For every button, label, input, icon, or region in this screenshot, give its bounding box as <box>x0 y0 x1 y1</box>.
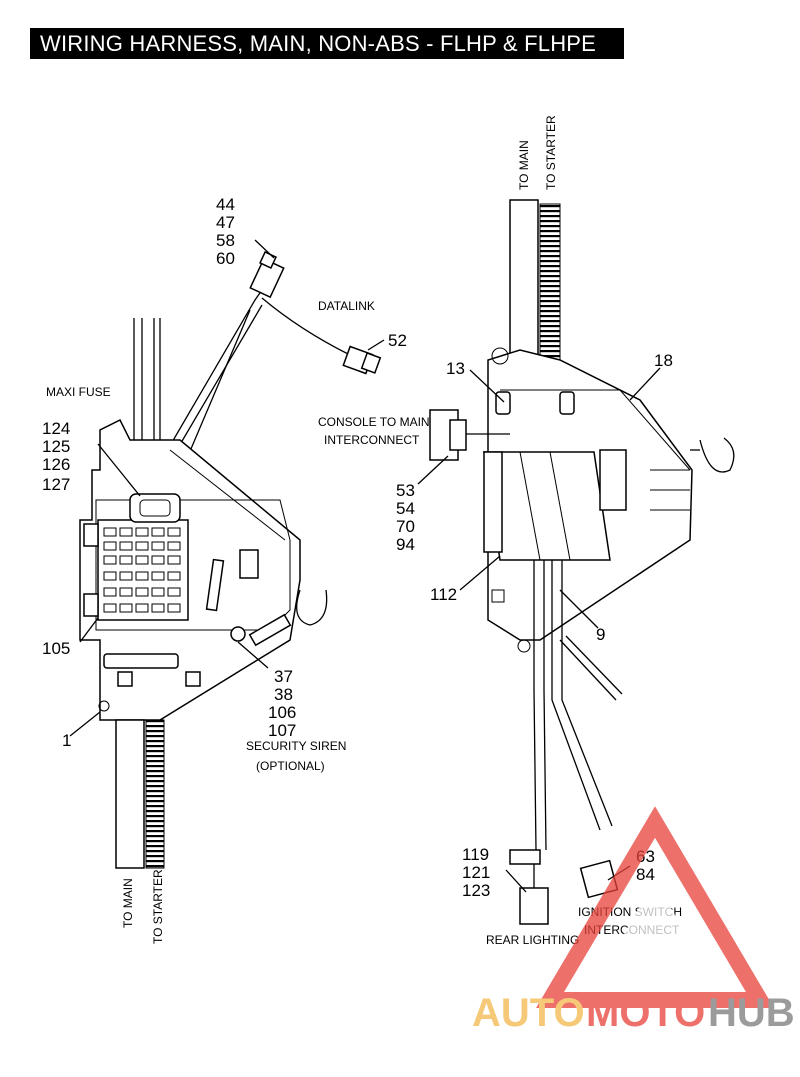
callout-84: 84 <box>636 865 655 884</box>
callout-13: 13 <box>446 359 465 378</box>
watermark-hub: HUB <box>708 991 795 1035</box>
datalink-connector-52 <box>342 345 382 375</box>
label-right-to-main: TO MAIN <box>517 140 531 190</box>
callout-47: 47 <box>216 213 235 232</box>
callout-127: 127 <box>42 475 70 494</box>
left-main-harness <box>115 719 145 869</box>
callout-60: 60 <box>216 249 235 268</box>
callout-44: 44 <box>216 195 235 214</box>
label-left-to-main: TO MAIN <box>121 878 135 928</box>
rear-lighting-connector-top <box>509 849 541 865</box>
callout-125: 125 <box>42 437 70 456</box>
callout-94: 94 <box>396 535 415 554</box>
label-security-siren: SECURITY SIREN <box>246 739 346 753</box>
diagram-title: WIRING HARNESS, MAIN, NON-ABS - FLHP & F… <box>30 28 624 59</box>
label-optional: (OPTIONAL) <box>256 759 325 773</box>
callout-9: 9 <box>596 625 605 644</box>
label-console-line1: CONSOLE TO MAIN <box>318 415 430 429</box>
datalink-connector-left <box>249 251 285 299</box>
callout-37: 37 <box>274 667 293 686</box>
fuse-block <box>97 519 189 621</box>
right-harness-assembly <box>429 199 735 925</box>
watermark-moto: MOTO <box>586 991 705 1035</box>
watermark-logo: AUTO MOTO HUB <box>472 806 795 1035</box>
watermark-auto: AUTO <box>472 991 585 1035</box>
label-right-to-starter: TO STARTER <box>544 115 558 190</box>
left-harness-assembly <box>79 251 382 869</box>
callout-112: 112 <box>430 585 457 604</box>
rear-lighting-connector <box>519 887 549 925</box>
callout-124: 124 <box>42 419 70 438</box>
callout-52: 52 <box>388 331 407 350</box>
callout-126: 126 <box>42 455 70 474</box>
security-siren-connector <box>230 626 246 642</box>
callout-107: 107 <box>268 721 296 740</box>
label-rear-lighting: REAR LIGHTING <box>486 933 579 947</box>
left-starter-conduit <box>145 719 165 869</box>
label-left-to-starter: TO STARTER <box>151 869 165 944</box>
callout-119: 119 <box>462 845 489 864</box>
callout-54: 54 <box>396 499 415 518</box>
callout-18: 18 <box>654 351 673 370</box>
callout-106: 106 <box>268 703 296 722</box>
callout-53: 53 <box>396 481 415 500</box>
label-datalink: DATALINK <box>318 299 375 313</box>
callout-1: 1 <box>62 731 71 750</box>
callout-105: 105 <box>42 639 70 658</box>
label-maxi-fuse: MAXI FUSE <box>46 385 111 399</box>
callout-58: 58 <box>216 231 235 250</box>
callout-38: 38 <box>274 685 293 704</box>
maxi-fuse <box>129 493 181 523</box>
callout-121: 121 <box>462 863 490 882</box>
label-console-line2: INTERCONNECT <box>324 433 420 447</box>
callout-123: 123 <box>462 881 490 900</box>
callout-70: 70 <box>396 517 415 536</box>
